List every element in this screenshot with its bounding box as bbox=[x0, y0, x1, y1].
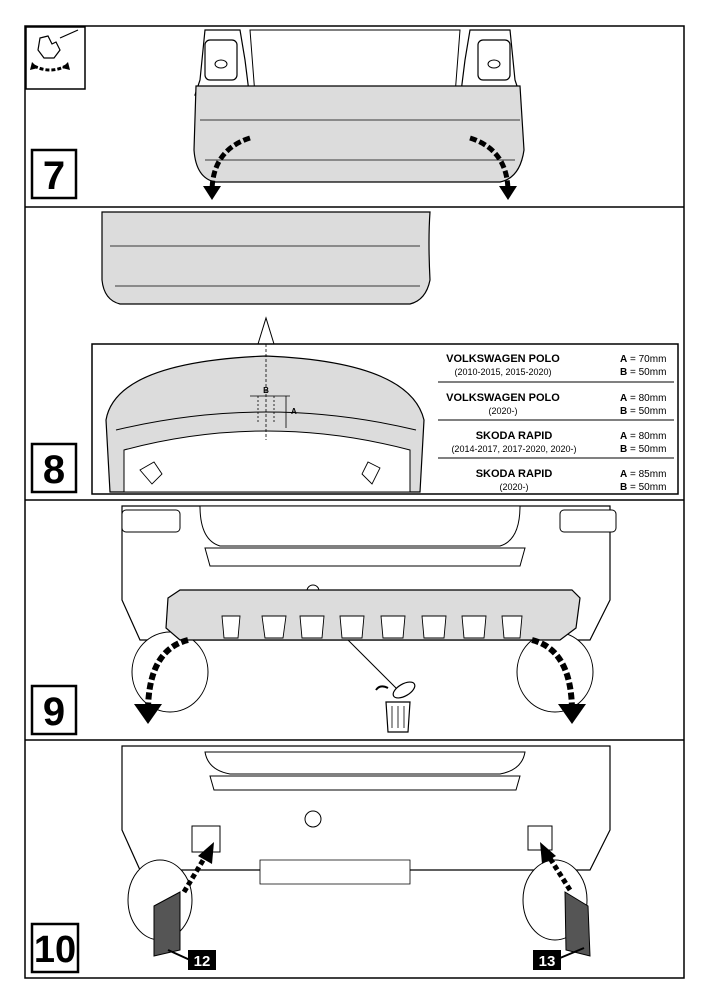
step-number-7: 7 bbox=[43, 154, 65, 198]
dim-b-label: B bbox=[620, 482, 627, 493]
part-number-13: 13 bbox=[539, 953, 556, 970]
dim-a-value: = 70mm bbox=[630, 354, 666, 365]
step-number-box bbox=[30, 442, 78, 494]
dim-b-label: B bbox=[620, 367, 627, 378]
step-number-9: 9 bbox=[43, 690, 65, 734]
dim-a-value: = 85mm bbox=[630, 469, 666, 480]
step-number-8: 8 bbox=[43, 448, 65, 492]
mud-flap-left bbox=[153, 891, 181, 957]
model-years: (2020-) bbox=[499, 482, 528, 492]
dimension-b-label: B bbox=[263, 386, 269, 395]
model-name: SKODA RAPID bbox=[476, 468, 553, 480]
rear-bumper bbox=[193, 85, 525, 183]
model-name: SKODA RAPID bbox=[476, 430, 553, 442]
dim-a-label: A bbox=[620, 431, 627, 442]
model-years: (2010-2015, 2015-2020) bbox=[454, 367, 551, 377]
dim-a-label: A bbox=[620, 469, 627, 480]
dim-a-label: A bbox=[620, 354, 627, 365]
model-name: VOLKSWAGEN POLO bbox=[446, 353, 560, 365]
dim-a-value: = 80mm bbox=[630, 393, 666, 404]
bumper-outline bbox=[101, 211, 431, 305]
arrow-down-icon bbox=[209, 135, 251, 193]
dim-b-label: B bbox=[620, 444, 627, 455]
dim-b-value: = 50mm bbox=[630, 444, 666, 455]
spec-table: VOLKSWAGEN POLO (2010-2015, 2015-2020) A… bbox=[438, 353, 674, 493]
bumper-closeup: B A bbox=[105, 344, 425, 493]
dim-a-label: A bbox=[620, 393, 627, 404]
step-number-10: 10 bbox=[34, 929, 76, 971]
part-label-12 bbox=[188, 950, 216, 970]
part-label-13 bbox=[533, 950, 561, 970]
step-7-panel: 7 bbox=[25, 26, 525, 200]
trash-bin-icon bbox=[375, 681, 416, 733]
dim-b-value: = 50mm bbox=[630, 482, 666, 493]
dim-a-value: = 80mm bbox=[630, 431, 666, 442]
hand-tool-icon bbox=[25, 26, 86, 90]
arrow-down-icon bbox=[469, 135, 511, 193]
mud-flap-right bbox=[564, 891, 591, 957]
dimension-a-label: A bbox=[291, 407, 297, 416]
step-number-box bbox=[30, 922, 80, 974]
step-8-panel: B A VOLKSWAGEN POLO (2010-2015, 2015-202… bbox=[30, 211, 679, 495]
step-10-panel: 12 13 10 bbox=[30, 745, 611, 974]
step-9-panel: 9 bbox=[30, 505, 617, 736]
model-years: (2020-) bbox=[488, 406, 517, 416]
dim-b-value: = 50mm bbox=[630, 406, 666, 417]
part-number-12: 12 bbox=[194, 953, 211, 970]
model-name: VOLKSWAGEN POLO bbox=[446, 392, 560, 404]
dim-b-label: B bbox=[620, 406, 627, 417]
sheet-frame bbox=[24, 25, 685, 979]
model-years: (2014-2017, 2017-2020, 2020-) bbox=[451, 444, 576, 454]
dim-b-value: = 50mm bbox=[630, 367, 666, 378]
step-number-box bbox=[30, 684, 78, 736]
step-number-box bbox=[30, 148, 78, 200]
